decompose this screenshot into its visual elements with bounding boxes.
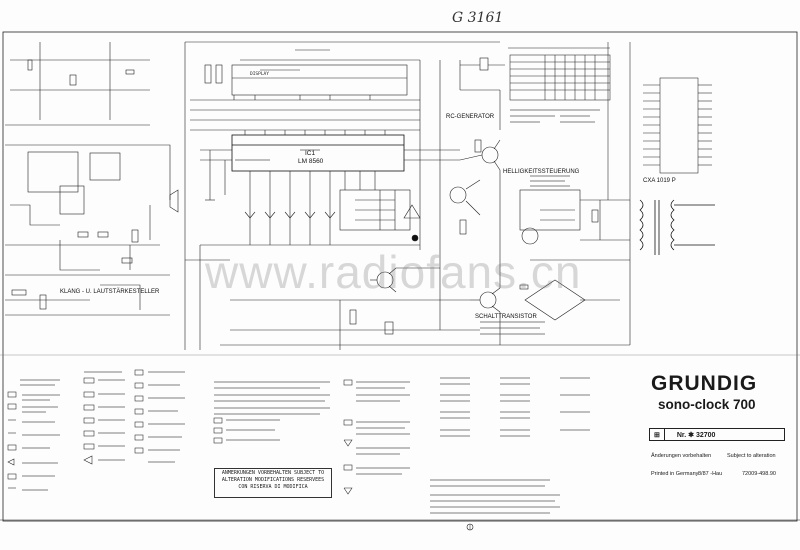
model-name: sono-clock 700 [658, 397, 756, 412]
switch-transistor-label: SCHALTTRANSISTOR [475, 314, 537, 320]
remark-box: ANMERKUNGEN VORBEHALTEN SUBJECT TO ALTER… [214, 468, 332, 498]
ic1-type-label: LM 8560 [298, 158, 324, 165]
ic-osc-label: CXA 1019 P [643, 178, 676, 184]
amplifier-section [5, 42, 230, 350]
display-label: DISPLAY [250, 71, 269, 77]
ic1-label: IC1 [305, 150, 316, 157]
brightness-control-label: HELLIGKEITSSTEUERUNG [503, 169, 580, 175]
legend-symbols [7, 369, 353, 495]
connector-list [607, 42, 712, 200]
printed-in: Printed in Germany [651, 471, 699, 477]
part-number-separator [663, 429, 673, 440]
handwritten-reference: G 3161 [452, 10, 504, 26]
text-blocks [20, 109, 600, 514]
print-number: 72009-498.90 [742, 471, 776, 477]
ic1-lm8560 [231, 134, 405, 172]
rc-generator-label: RC-GENERATOR [446, 114, 495, 120]
part-number-value: Nr. ✱ 32700 [676, 431, 716, 439]
print-code: 8/87 -Hau [698, 471, 723, 477]
top-right-table [508, 47, 611, 101]
brand-logo: GRUNDIG [651, 372, 758, 395]
part-number-icon: ⊞ [654, 431, 660, 439]
note-english: Subject to alteration [727, 453, 776, 459]
transformer [639, 199, 715, 255]
note-german: Änderungen vorbehalten [651, 453, 712, 459]
part-number-box: ⊞ Nr. ✱ 32700 [649, 428, 785, 441]
watermark-text: www.radiofans.cn [205, 246, 582, 298]
tone-volume-label: KLANG - U. LAUTSTÄRKESTELLER [60, 288, 160, 295]
